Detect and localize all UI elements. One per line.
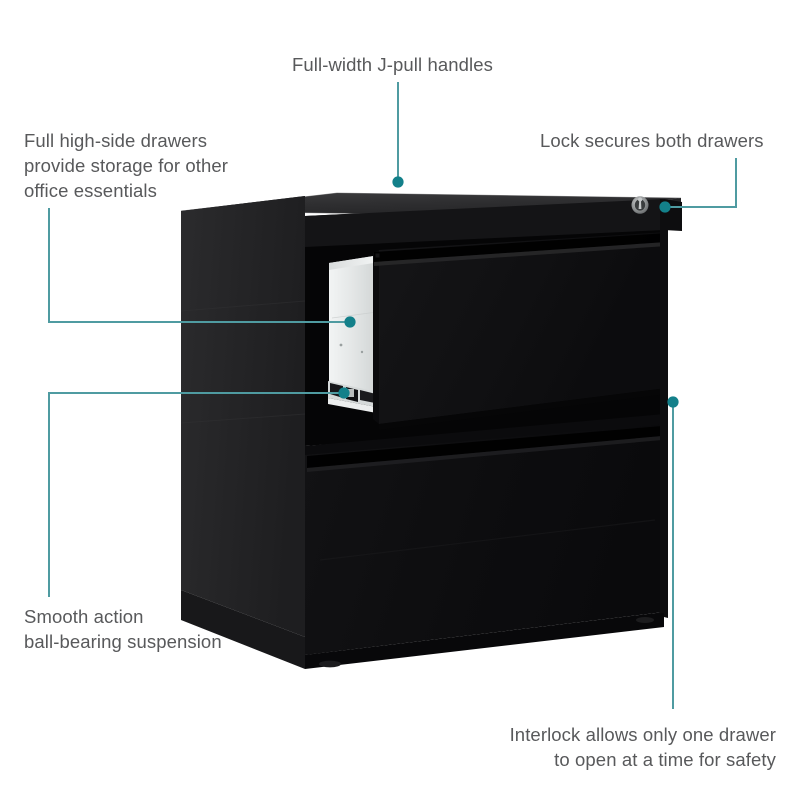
top-drawer-open[interactable] bbox=[328, 232, 667, 430]
callout-dots bbox=[338, 176, 679, 408]
dot-interlock bbox=[667, 396, 679, 408]
j-pull-handle-bottom-drawer[interactable] bbox=[307, 426, 662, 468]
ball-bearing-slide bbox=[328, 381, 382, 414]
cabinet-base-left bbox=[181, 590, 305, 669]
cabinet-body bbox=[180, 192, 682, 669]
dot-lock bbox=[659, 201, 671, 213]
drawer-panel-fastener-a bbox=[339, 343, 343, 347]
top-drawer-bottom-edge bbox=[379, 388, 667, 430]
lock-icon bbox=[631, 196, 649, 214]
leader-drawers bbox=[48, 208, 345, 323]
callout-label-suspension: Smooth action ball-bearing suspension bbox=[24, 606, 222, 652]
j-pull-handle-top-drawer[interactable] bbox=[374, 233, 667, 262]
drawer-panel-crease bbox=[331, 311, 378, 319]
callout-label-handles: Full-width J-pull handles bbox=[292, 54, 493, 75]
j-pull-handle-highlight-bottom bbox=[307, 436, 662, 472]
top-drawer-front[interactable] bbox=[379, 232, 667, 424]
leader-suspension bbox=[48, 392, 340, 597]
leader-lock bbox=[670, 158, 737, 208]
cabinet-foot-left bbox=[319, 660, 341, 668]
callout-leaders bbox=[48, 82, 737, 709]
callout-label-interlock: Interlock allows only one drawer to open… bbox=[509, 724, 776, 770]
drawer-panel-fastener-b bbox=[360, 350, 364, 354]
cabinet-left-side-panel bbox=[181, 196, 305, 637]
bottom-drawer-sheen bbox=[319, 519, 656, 561]
callout-label-lock: Lock secures both drawers bbox=[540, 130, 764, 151]
cabinet-right-edge bbox=[660, 199, 668, 618]
dot-handles bbox=[392, 176, 404, 188]
lock-rail bbox=[305, 199, 664, 247]
dot-suspension bbox=[338, 387, 350, 399]
handle-end-cap-top bbox=[375, 253, 380, 258]
bottom-drawer-closed[interactable] bbox=[305, 424, 664, 667]
side-panel-seam-upper bbox=[180, 300, 306, 312]
drawer-side-top-edge bbox=[329, 255, 380, 270]
callout-label-drawers: Full high-side drawers provide storage f… bbox=[24, 130, 229, 201]
side-panel-seam-lower bbox=[180, 413, 306, 424]
dot-drawers bbox=[344, 316, 356, 328]
cabinet-base bbox=[305, 613, 664, 669]
top-drawer-front-return bbox=[373, 250, 379, 424]
cabinet-foot-right bbox=[636, 617, 654, 623]
bottom-drawer-front[interactable] bbox=[305, 424, 664, 655]
j-pull-handle-highlight-top bbox=[374, 242, 667, 266]
